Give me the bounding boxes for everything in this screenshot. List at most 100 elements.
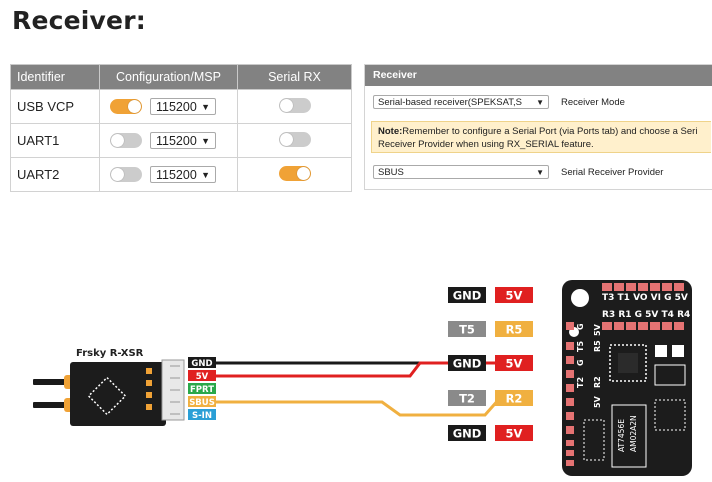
pad-label-right: 5V (506, 357, 523, 371)
pin-label-fprt: FPRT (190, 385, 214, 395)
pad-pair-2: T5 R5 (448, 321, 533, 337)
fc-component (655, 345, 667, 357)
fc-component (672, 345, 684, 357)
fc-top-row-1: T3 T1 VO VI G 5V (602, 293, 688, 303)
pad-label-left: GND (453, 427, 482, 441)
fc-component (654, 364, 686, 386)
fc-component (654, 399, 686, 431)
pin-label-sin: S-IN (192, 411, 212, 421)
pad-label-left: T2 (459, 392, 475, 406)
pad-pair-1: GND 5V (448, 287, 533, 303)
toggle-knob (111, 134, 124, 147)
baud-select[interactable]: 115200 ▼ (150, 132, 216, 149)
mount-hole (571, 289, 589, 307)
serial-rx-toggle[interactable] (278, 97, 311, 113)
chevron-down-icon: ▼ (536, 167, 544, 177)
sbus-wire (188, 397, 502, 417)
fc-side-label: G (576, 323, 585, 330)
pad-label-bg (495, 287, 533, 303)
pad-label-right: 5V (506, 427, 523, 441)
table-row: UART1 115200▼ (10, 123, 352, 158)
pad-label-bg (448, 321, 486, 337)
pad-label-bg (448, 390, 486, 406)
note-bold: Note: (378, 126, 403, 137)
pad-label-left: GND (453, 289, 482, 303)
pad-label-bg (448, 425, 486, 441)
baud-value: 115200 (156, 99, 197, 114)
header-configuration-msp: Configuration/MSP (99, 64, 238, 90)
receiver-provider-row: SBUS ▼ Serial Receiver Provider (373, 165, 663, 179)
receiver-mode-row: Serial-based receiver(SPEKSAT,S ▼ Receiv… (373, 95, 625, 109)
chevron-down-icon: ▼ (201, 169, 210, 180)
toggle-knob (128, 100, 141, 113)
toggle-knob (296, 166, 310, 180)
table-row: USB VCP 115200▼ (10, 89, 352, 124)
receiver-mode-select[interactable]: Serial-based receiver(SPEKSAT,S ▼ (373, 95, 549, 109)
pad-pair-4: T2 R2 (448, 390, 533, 406)
pad-label-bg (495, 321, 533, 337)
ports-table-header: Identifier Configuration/MSP Serial RX (10, 64, 352, 90)
pad-pair-5: GND 5V (448, 425, 533, 441)
receiver-provider-label: Serial Receiver Provider (561, 166, 664, 178)
pad-label-bg (448, 287, 486, 303)
antenna (33, 379, 71, 385)
fc-side-label: 5V (593, 395, 602, 408)
note-box: Note:Remember to configure a Serial Port… (371, 121, 711, 153)
fc-bottom-pads (566, 440, 574, 466)
receiver-provider-select[interactable]: SBUS ▼ (373, 165, 549, 179)
msp-toggle[interactable] (110, 99, 142, 114)
fc-side-label: T2 (576, 377, 585, 388)
page-title: Receiver: (12, 6, 146, 35)
fc-chip-text-2: AM02A2N (629, 415, 638, 452)
pin-label-sin-bg (188, 409, 216, 420)
pad-label-bg (495, 390, 533, 406)
receiver-panel-header: Receiver (365, 65, 712, 86)
fc-side-label: T5 (576, 341, 585, 352)
receiver-pad (146, 368, 152, 374)
baud-select[interactable]: 115200▼ (150, 166, 216, 183)
serial-rx-toggle[interactable] (278, 131, 311, 147)
ports-table: Identifier Configuration/MSP Serial RX U… (10, 64, 352, 192)
note-line-1: Remember to configure a Serial Port (via… (402, 126, 698, 137)
port-identifier: UART2 (10, 157, 100, 192)
fc-mcu-chip (609, 344, 647, 382)
chevron-down-icon: ▼ (201, 135, 210, 146)
receiver-provider-value: SBUS (378, 166, 404, 178)
serial-rx-toggle[interactable] (278, 165, 311, 181)
fc-chip-text-1: AT7456E (617, 419, 626, 452)
table-row: UART2 115200▼ (10, 157, 352, 192)
msp-toggle[interactable] (110, 133, 142, 148)
pad-label-right: R5 (506, 323, 523, 337)
pin-label-5v-bg (188, 370, 216, 381)
header-serial-rx: Serial RX (237, 64, 352, 90)
receiver-pad (146, 404, 152, 410)
chevron-down-icon: ▼ (536, 97, 544, 107)
fc-side-labels: G T5 R5 5V G T2 R2 5V (576, 323, 602, 408)
receiver-panel: Receiver Serial-based receiver(SPEKSAT,S… (364, 64, 712, 190)
receiver-mode-label: Receiver Mode (561, 96, 625, 108)
fc-top-pads (602, 283, 684, 330)
pad-label-bg (495, 425, 533, 441)
receiver-pad (146, 380, 152, 386)
toggle-knob (279, 98, 293, 112)
pin-label-5v: 5V (196, 372, 209, 382)
toggle-knob (111, 168, 124, 181)
msp-toggle[interactable] (110, 167, 142, 182)
chevron-down-icon: ▼ (201, 101, 210, 112)
pin-label-sbus-bg (188, 396, 216, 407)
fc-side-label: R2 (593, 376, 602, 388)
antenna (33, 402, 71, 408)
pad-label-left: GND (453, 357, 482, 371)
fc-osd-chip (611, 404, 647, 468)
baud-select[interactable]: 115200 ▼ (150, 98, 216, 115)
baud-value: 115200 (156, 133, 197, 148)
fc-side-pads (566, 322, 574, 434)
pin-label-sbus: SBUS (189, 398, 215, 408)
fc-side-label: G (576, 359, 585, 366)
fc-side-label: 5V (593, 323, 602, 336)
pin-label-gnd: GND (191, 359, 212, 369)
pad-label-bg (495, 355, 533, 371)
fc-mcu-core (618, 353, 638, 373)
pad-label-bg (448, 355, 486, 371)
